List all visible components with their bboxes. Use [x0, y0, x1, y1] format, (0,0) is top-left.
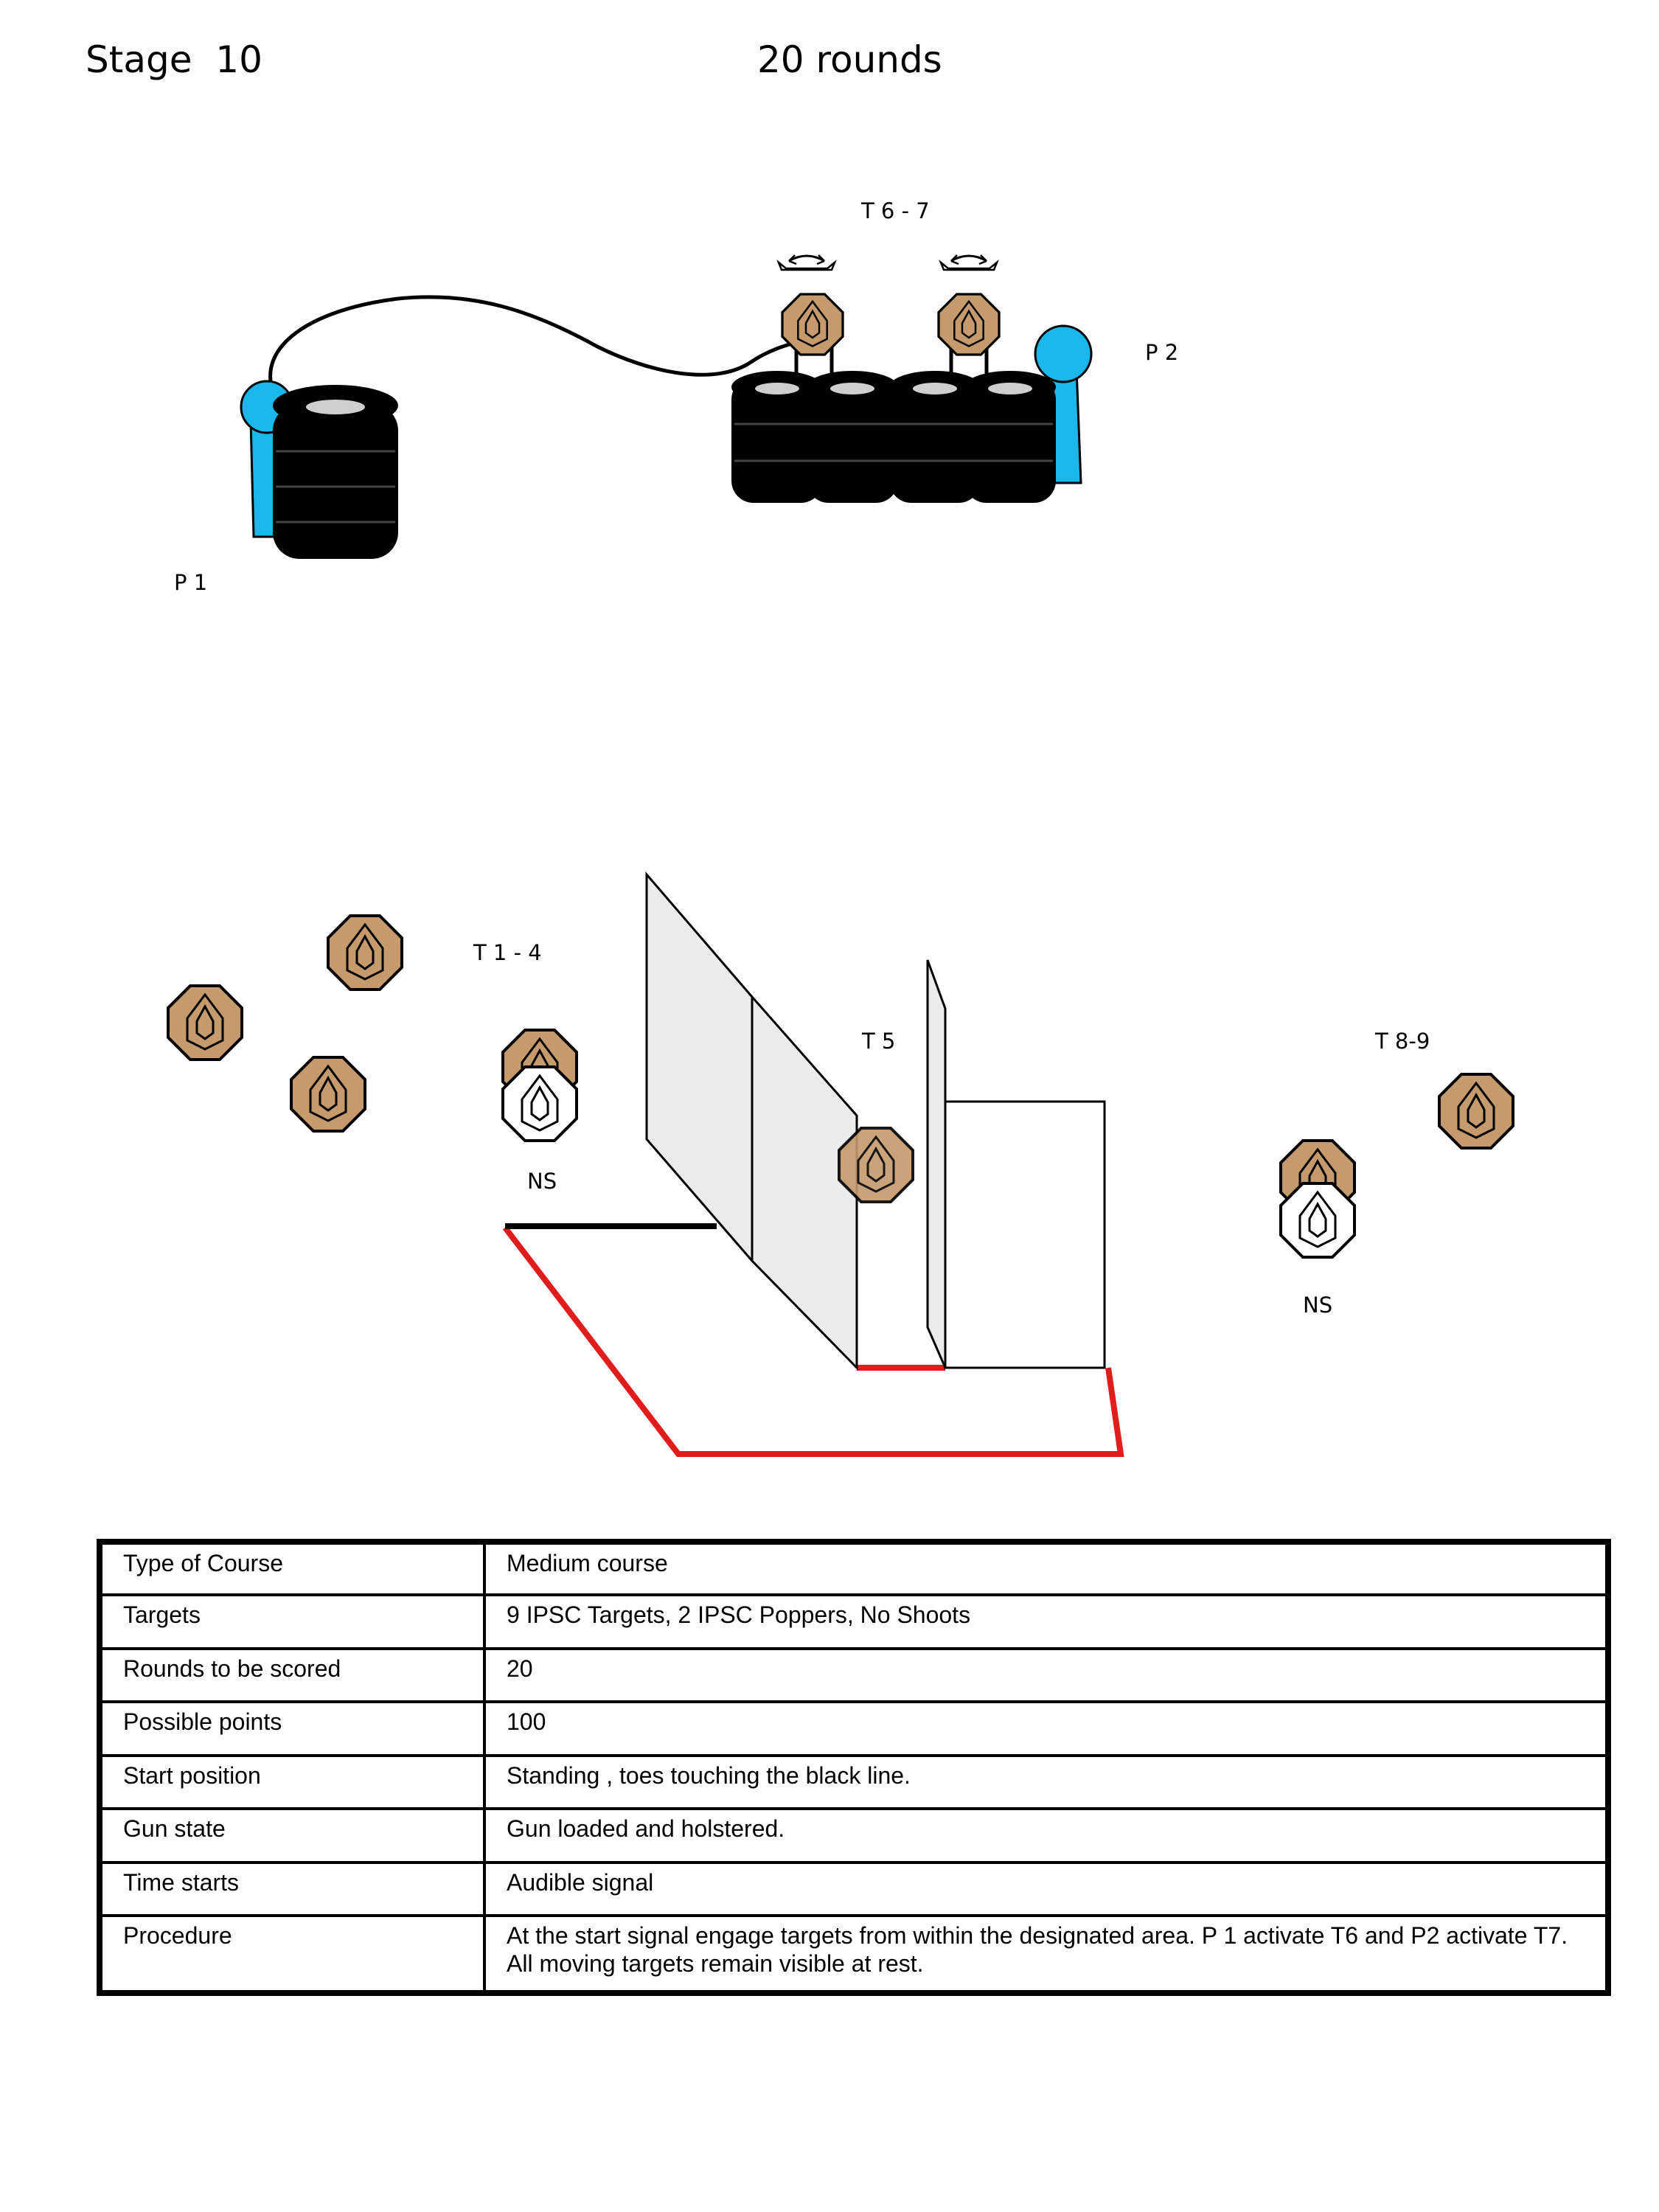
- label-ns-left: NS: [527, 1169, 557, 1194]
- targets-t8-9: [1279, 1073, 1514, 1259]
- stage-diagram: T 6 - 7 P 2 P 1 T 1 - 4 NS T 5 T 8-9 NS: [167, 198, 1514, 1457]
- table-key-cell: Type of Course: [98, 1540, 486, 1597]
- wall-front: [944, 1100, 1106, 1369]
- label-ns-right: NS: [1303, 1293, 1332, 1318]
- label-p1: P 1: [174, 570, 207, 595]
- table-key-cell: Gun state: [98, 1807, 486, 1864]
- table-value-cell: At the start signal engage targets from …: [483, 1914, 1610, 1994]
- table-value-cell: 100: [483, 1700, 1610, 1757]
- fault-line: [502, 1225, 1124, 1457]
- target-t5: [838, 1127, 914, 1203]
- label-t1-4: T 1 - 4: [473, 940, 542, 965]
- target-t2: [167, 984, 243, 1061]
- table-key-cell: Start position: [98, 1753, 486, 1811]
- table-value-cell: Medium course: [483, 1540, 1610, 1597]
- table-value-cell: Standing , toes touching the black line.: [483, 1753, 1610, 1811]
- tire-stack-p1: [273, 385, 398, 559]
- label-t5: T 5: [861, 1029, 895, 1054]
- label-t8-9: T 8-9: [1374, 1029, 1430, 1054]
- table-key-cell: Time starts: [98, 1860, 486, 1918]
- stage-title: Stage 10: [86, 38, 262, 81]
- table-value-cell: 9 IPSC Targets, 2 IPSC Poppers, No Shoot…: [483, 1593, 1610, 1650]
- wall-middle: [751, 994, 858, 1371]
- table-key-cell: Targets: [98, 1593, 486, 1650]
- wall-slim: [926, 959, 947, 1368]
- no-shoot-right: [1279, 1182, 1356, 1259]
- table-key-cell: Procedure: [98, 1914, 486, 1994]
- table-value-cell: Gun loaded and holstered.: [483, 1807, 1610, 1864]
- target-t9: [1438, 1073, 1514, 1150]
- rounds-title: 20 rounds: [757, 38, 942, 81]
- target-t3: [290, 1056, 366, 1133]
- table-value-cell: Audible signal: [483, 1860, 1610, 1918]
- table-value-cell: 20: [483, 1646, 1610, 1704]
- label-t6-7: T 6 - 7: [860, 198, 930, 223]
- swinger-t6: [777, 254, 844, 383]
- tire-stack-group-p2: [731, 371, 1056, 503]
- table-key-cell: Possible points: [98, 1700, 486, 1757]
- no-shoot-left: [501, 1065, 578, 1142]
- activation-cable: [268, 295, 819, 392]
- target-t1: [327, 914, 403, 991]
- table-key-cell: Rounds to be scored: [98, 1646, 486, 1704]
- label-p2: P 2: [1145, 340, 1178, 365]
- swinger-t7: [937, 254, 1001, 383]
- wall-left: [645, 871, 754, 1265]
